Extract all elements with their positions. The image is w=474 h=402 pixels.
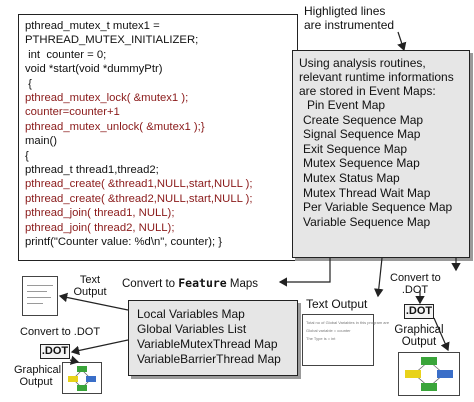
left-graphical-output-line-1: Graphical [14,364,62,376]
right-convert-dot-line-2: .DOT [401,284,429,296]
code-line: int counter = 0; [25,48,107,61]
left-graphical-output-label: Graphical Output [14,364,62,388]
code-line: { [25,149,29,162]
event-map-item: Signal Sequence Map [303,127,421,142]
highlight-note-line-1: Highligted lines [304,4,386,18]
code-line-instrumented: pthread_create( &thread1,NULL,start,NULL… [25,178,253,191]
arrow-feature-to-text [58,292,129,311]
right-text-output-thumbnail: Total no of Global Variables in this pro… [302,314,389,366]
event-maps-intro-1: Using analysis routines, [299,56,426,70]
event-maps-intro-2: relevant runtime informations [299,70,454,84]
left-graph-icon [68,366,96,391]
code-line-instrumented: pthread_join( thread1, NULL); [25,207,175,220]
feature-map-item: VariableBarrierThread Map [137,352,281,366]
right-convert-dot-line-1: Convert to [390,272,441,284]
left-text-output-thumbnail [22,276,58,316]
code-line-instrumented: pthread_join( thread2, NULL); [25,221,175,234]
code-line-instrumented: pthread_create( &thread2,NULL,start,NULL… [25,192,253,205]
convert-feature-suffix: Maps [226,278,259,290]
code-line: void *start(void *dummyPtr) [25,63,163,76]
code-line: printf("Counter value: %d\n", counter); … [25,236,223,249]
code-line: main() [25,135,58,148]
left-graph-thumbnail [62,362,102,394]
event-map-item: Mutex Sequence Map [303,156,420,171]
thumb-text-line-3: The Type is = int [306,336,336,341]
code-line-instrumented: pthread_mutex_unlock( &mutex1 );} [25,120,205,133]
feature-map-item: VariableMutexThread Map [137,337,278,351]
event-map-item: Mutex Status Map [303,170,400,185]
thumb-text-line-2: Global variable = counter [306,328,351,333]
event-map-item: Variable Sequence Map [303,214,431,229]
event-map-item: Mutex Thread Wait Map [303,185,431,200]
arrow-feature-to-dot [70,339,129,356]
convert-feature-prefix: Convert to [122,278,179,290]
code-line: pthread_t thread1,thread2; [25,164,159,177]
right-dot-box: .DOT [404,304,434,319]
convert-feature-emph: Feature [178,276,227,290]
highlight-note: Highligted lines are instrumented [304,4,394,32]
arrow-note-to-events [397,31,407,52]
convert-feature-label: Convert to Feature Maps [122,276,258,290]
left-graphical-output-line-2: Output [19,376,53,388]
left-text-output-line-1: Text [79,274,101,286]
event-map-item: Create Sequence Map [303,112,424,127]
event-maps-box: Using analysis routines, relevant runtim… [292,50,470,258]
arrow-events-to-feature [278,258,331,287]
right-graphical-output-label: Graphical Output [394,324,444,348]
event-map-item: Pin Event Map [307,98,386,112]
highlight-note-line-2: are instrumented [304,18,395,32]
code-line-instrumented: pthread_mutex_lock( &mutex1 ); [25,92,189,105]
code-line: pthread_mutex_t mutex1 = [25,20,160,32]
left-text-output-label: Text Output [70,274,110,298]
arrow-left-dot-to-graph [69,355,80,365]
event-map-item: Per Variable Sequence Map [303,200,453,215]
left-text-output-line-2: Output [73,286,107,298]
right-convert-dot-label: Convert to .DOT [390,272,441,296]
code-line-instrumented: counter=counter+1 [25,106,120,119]
code-line: PTHREAD_MUTEX_INITIALIZER; [25,34,199,47]
right-graph-icon [405,357,453,391]
thumb-text-line-1: Total no of Global Variables in this pro… [306,320,390,325]
right-graphical-output-line-1: Graphical [394,324,444,336]
left-convert-dot-label: Convert to .DOT [20,326,101,338]
arrow-right-dot-to-graph [433,317,450,352]
source-code-box: pthread_mutex_t mutex1 = PTHREAD_MUTEX_IN… [18,14,298,261]
right-graphical-output-line-2: Output [401,336,437,348]
event-map-item: Exit Sequence Map [303,141,408,156]
feature-map-item: Global Variables List [137,322,247,336]
arrow-events-to-text [373,257,384,298]
event-maps-intro-3: are stored in Event Maps: [299,84,436,98]
code-line: { [25,77,32,90]
right-graph-thumbnail [398,352,460,396]
left-dot-box: .DOT [40,344,70,359]
right-text-output-label: Text Output [306,297,368,311]
feature-map-item: Local Variables Map [137,307,245,321]
